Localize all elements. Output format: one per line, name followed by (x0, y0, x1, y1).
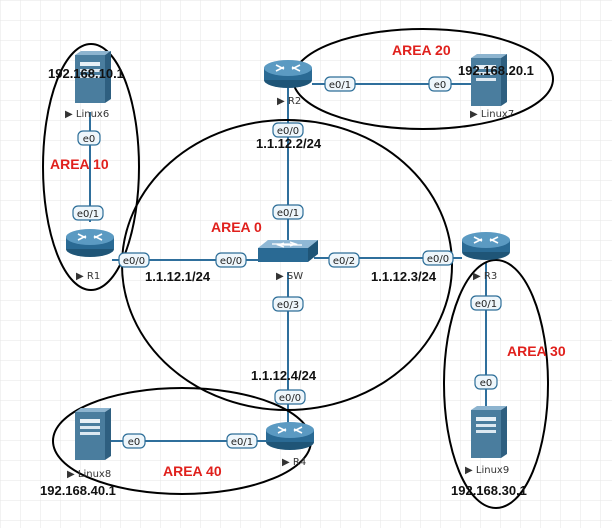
linux9-server-icon[interactable] (471, 406, 507, 458)
r3-label: ▶ R3 (473, 271, 497, 282)
if-sw-e01: e0/1 (272, 204, 304, 220)
ip-linux9: 192.168.30.1 (451, 483, 527, 498)
area10-label: AREA 10 (50, 156, 109, 172)
svg-text:e0/2: e0/2 (333, 256, 355, 267)
svg-text:e0/0: e0/0 (427, 254, 449, 265)
if-r3-e01: e0/1 (470, 295, 502, 311)
if-linux6-e0: e0 (77, 130, 101, 146)
linux9-label: ▶ Linux9 (465, 465, 509, 476)
sw-switch-icon[interactable] (257, 239, 319, 263)
if-r1-e01: e0/1 (72, 205, 104, 221)
if-r2-e01: e0/1 (324, 76, 356, 92)
r2-label: ▶ R2 (277, 96, 301, 107)
if-r4-e01: e0/1 (226, 433, 258, 449)
r1-label: ▶ R1 (76, 271, 100, 282)
svg-text:e0: e0 (434, 80, 447, 91)
area0-label: AREA 0 (211, 219, 262, 235)
ip-linux6: 192.168.10.1 (48, 66, 124, 81)
area30-label: AREA 30 (507, 343, 566, 359)
svg-text:e0/1: e0/1 (277, 208, 299, 219)
svg-text:e0/0: e0/0 (277, 126, 299, 137)
ip-linux8: 192.168.40.1 (40, 483, 116, 498)
area40-label: AREA 40 (163, 463, 222, 479)
ip-r3: 1.1.12.3/24 (371, 269, 437, 284)
area20-label: AREA 20 (392, 42, 451, 58)
svg-text:e0/0: e0/0 (123, 256, 145, 267)
ip-r2: 1.1.12.2/24 (256, 136, 322, 151)
r4-router-icon[interactable] (265, 421, 315, 451)
ip-r4: 1.1.12.4/24 (251, 368, 317, 383)
linux6-label: ▶ Linux6 (65, 109, 109, 120)
area30-boundary (443, 259, 549, 509)
svg-text:e0/1: e0/1 (231, 437, 253, 448)
svg-text:e0/3: e0/3 (277, 300, 299, 311)
r1-router-icon[interactable] (65, 228, 115, 258)
linux8-label: ▶ Linux8 (67, 469, 111, 480)
r3-router-icon[interactable] (461, 231, 511, 261)
if-linux9-e0: e0 (474, 374, 498, 390)
linux7-server-icon[interactable] (471, 54, 507, 106)
svg-text:e0/1: e0/1 (77, 209, 99, 220)
svg-text:e0: e0 (128, 437, 141, 448)
svg-text:e0: e0 (480, 378, 493, 389)
r2-router-icon[interactable] (263, 59, 313, 89)
r4-label: ▶ R4 (282, 457, 306, 468)
if-r3-e00: e0/0 (422, 250, 454, 266)
if-sw-e00: e0/0 (215, 252, 247, 268)
linux8-server-icon[interactable] (75, 408, 111, 460)
svg-text:e0/1: e0/1 (475, 299, 497, 310)
ip-r1: 1.1.12.1/24 (145, 269, 211, 284)
ip-linux7: 192.168.20.1 (458, 63, 534, 78)
sw-label: ▶ SW (276, 271, 303, 282)
svg-text:e0/0: e0/0 (220, 256, 242, 267)
svg-text:e0/0: e0/0 (279, 393, 301, 404)
svg-text:e0: e0 (83, 134, 96, 145)
area10-boundary (42, 43, 140, 291)
svg-text:e0/1: e0/1 (329, 80, 351, 91)
if-linux7-e0: e0 (428, 76, 452, 92)
if-sw-e02: e0/2 (328, 252, 360, 268)
if-r1-e00: e0/0 (118, 252, 150, 268)
if-r2-e00: e0/0 (272, 122, 304, 138)
linux7-label: ▶ Linux7 (470, 109, 514, 120)
if-r4-e00: e0/0 (274, 389, 306, 405)
if-sw-e03: e0/3 (272, 296, 304, 312)
if-linux8-e0: e0 (122, 433, 146, 449)
